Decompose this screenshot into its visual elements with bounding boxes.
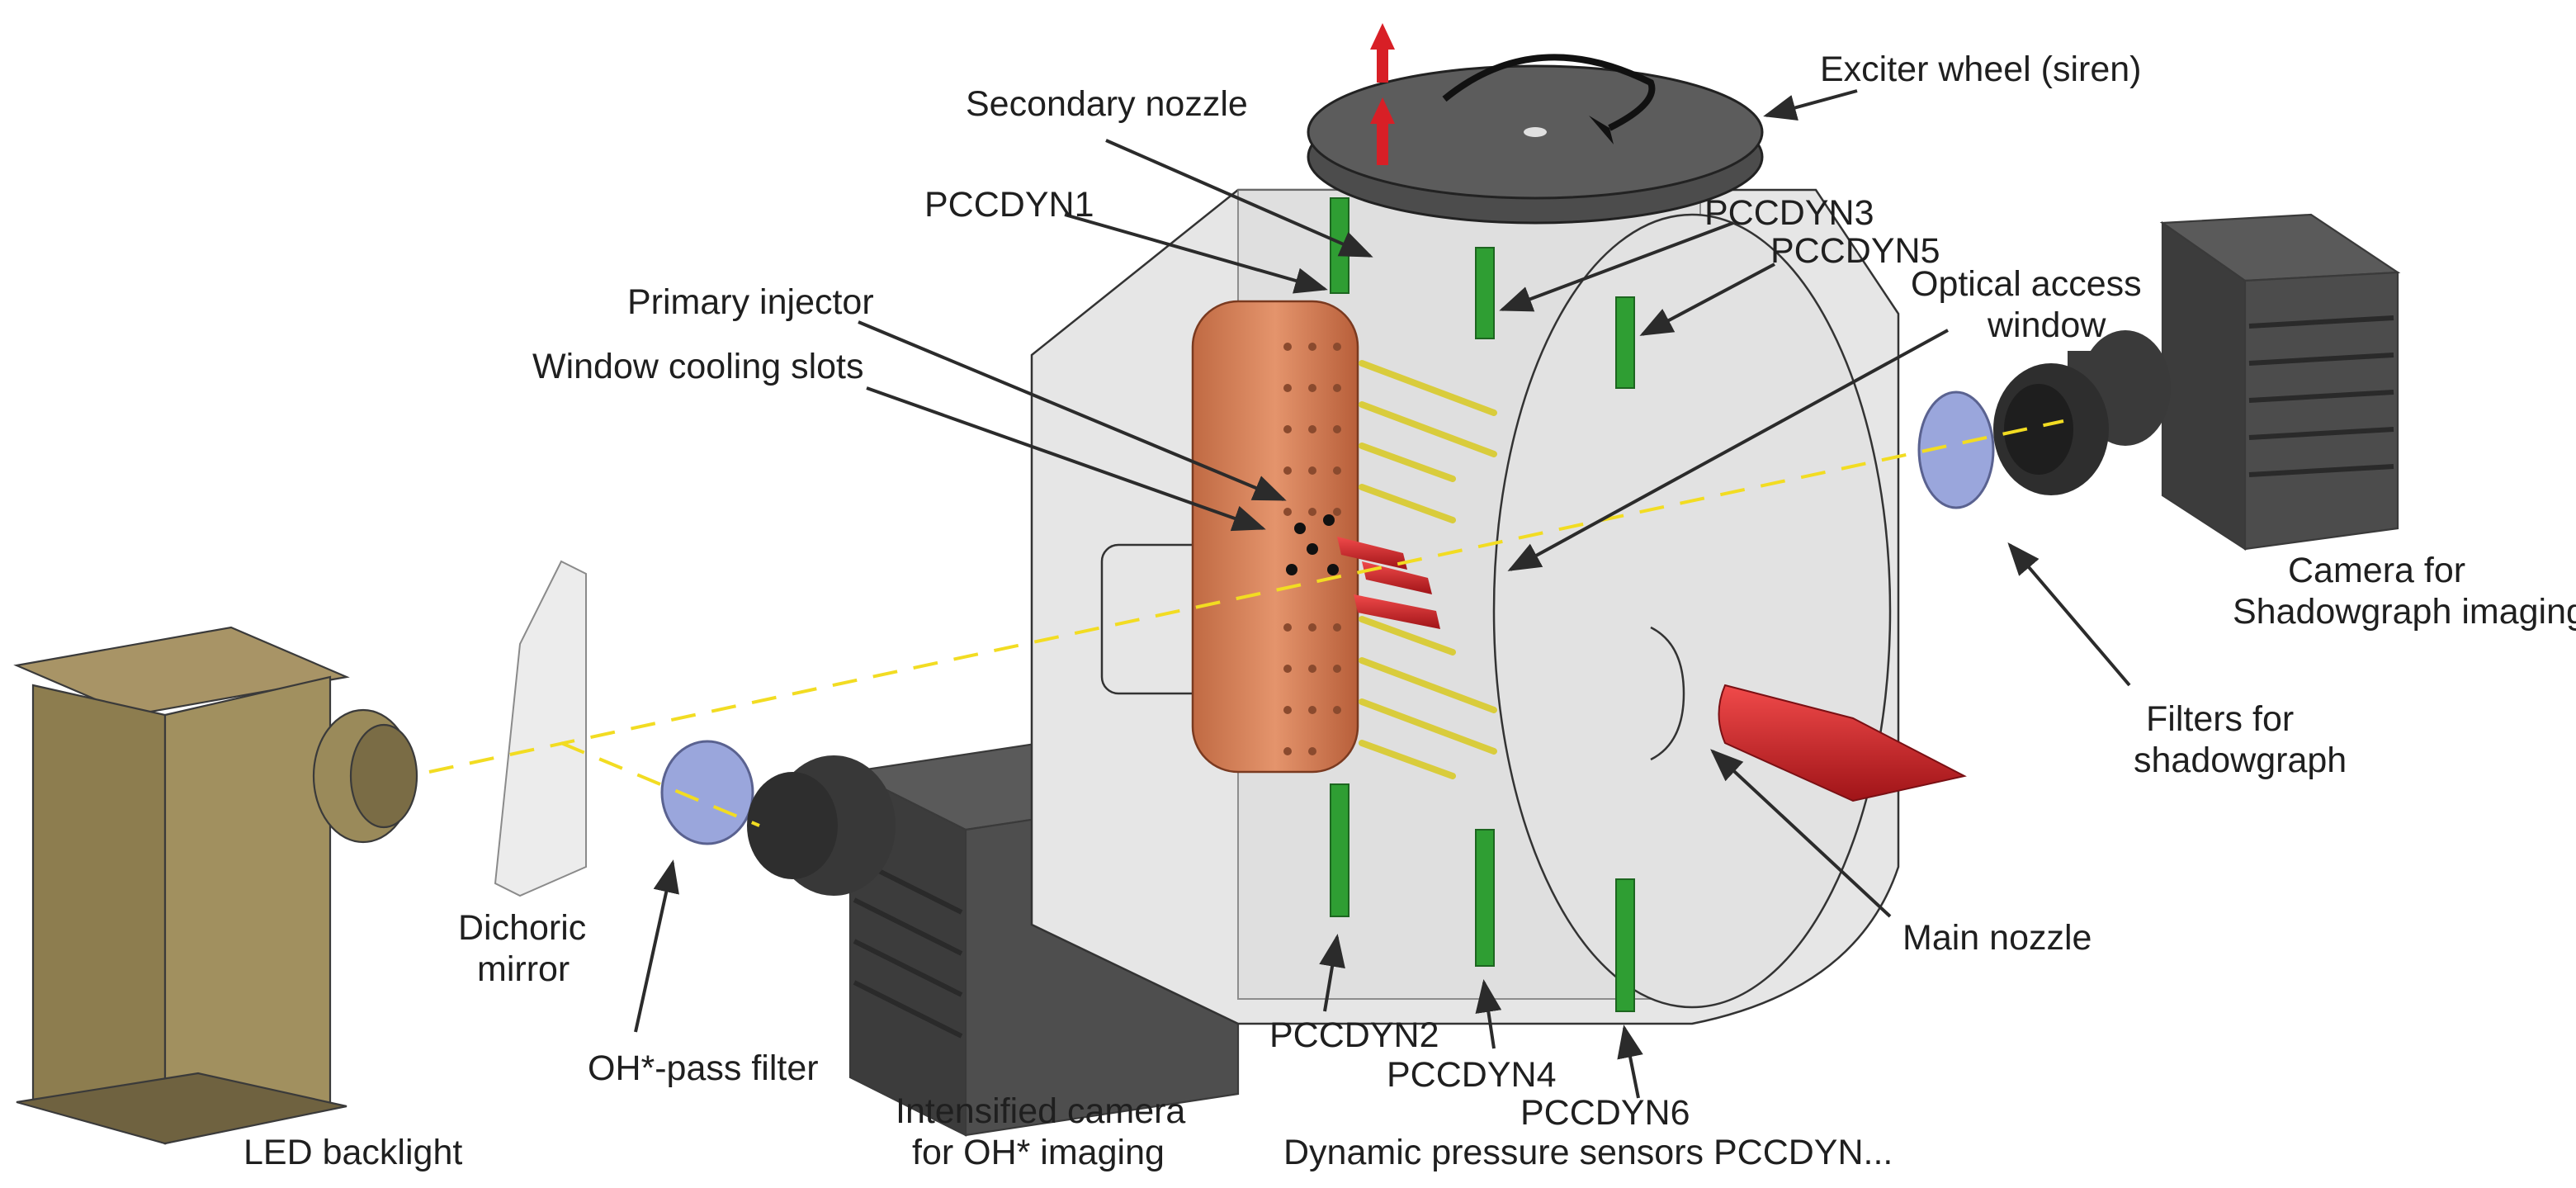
label-oh-pass-filter: OH*-pass filter (588, 1048, 819, 1088)
label-filters-shadowgraph-1: Filters for (2146, 699, 2294, 739)
label-pccdyn4: PCCDYN4 (1387, 1055, 1557, 1095)
label-pccdyn3: PCCDYN3 (1704, 193, 1874, 233)
led-backlight (13, 626, 418, 1145)
label-optical-access-window-2: window (1987, 305, 2106, 345)
label-primary-injector: Primary injector (627, 282, 874, 322)
oh-pass-filter-disc (660, 740, 754, 845)
label-dichoric-mirror-1: Dichoric (458, 908, 586, 948)
main-nozzle (1718, 684, 1967, 802)
label-camera-shadowgraph-2: Shadowgraph imaging (2233, 592, 2576, 632)
primary-flow-arrows (1337, 537, 1440, 629)
label-camera-shadowgraph-1: Camera for (2288, 551, 2465, 590)
label-filters-shadowgraph-2: shadowgraph (2134, 741, 2347, 780)
shadowgraph-filter-disc (1917, 390, 1995, 509)
label-intensified-camera-2: for OH* imaging (912, 1133, 1165, 1172)
label-exciter-wheel: Exciter wheel (siren) (1820, 50, 2142, 89)
pressure-sensors (1330, 197, 1635, 1012)
label-secondary-nozzle: Secondary nozzle (966, 84, 1248, 124)
label-dichoric-mirror-2: mirror (477, 949, 570, 989)
label-intensified-camera-1: Intensified camera (896, 1091, 1185, 1131)
label-led-backlight: LED backlight (243, 1133, 462, 1172)
label-main-nozzle: Main nozzle (1902, 918, 2092, 958)
label-pccdyn5: PCCDYN5 (1770, 231, 1940, 271)
cooling-jets (1359, 360, 1497, 779)
label-dynamic-pressure-sensors: Dynamic pressure sensors PCCDYN... (1283, 1133, 1893, 1172)
leader-lines (634, 89, 2131, 1099)
oh-beam-branch (560, 741, 760, 827)
exciter-wheel (1307, 23, 1764, 225)
label-pccdyn6: PCCDYN6 (1520, 1093, 1690, 1133)
shadowgraph-camera (1993, 213, 2401, 551)
labels: Secondary nozzle Exciter wheel (siren) P… (243, 50, 2576, 1172)
label-optical-access-window-1: Optical access (1911, 264, 2142, 304)
label-pccdyn1: PCCDYN1 (924, 185, 1094, 225)
label-pccdyn2: PCCDYN2 (1269, 1015, 1439, 1055)
combustor-body (1030, 188, 1900, 1025)
dichoric-mirror (494, 560, 587, 897)
primary-injector (1191, 300, 1359, 774)
optical-beam (428, 419, 2064, 774)
label-window-cooling-slots: Window cooling slots (532, 347, 864, 386)
